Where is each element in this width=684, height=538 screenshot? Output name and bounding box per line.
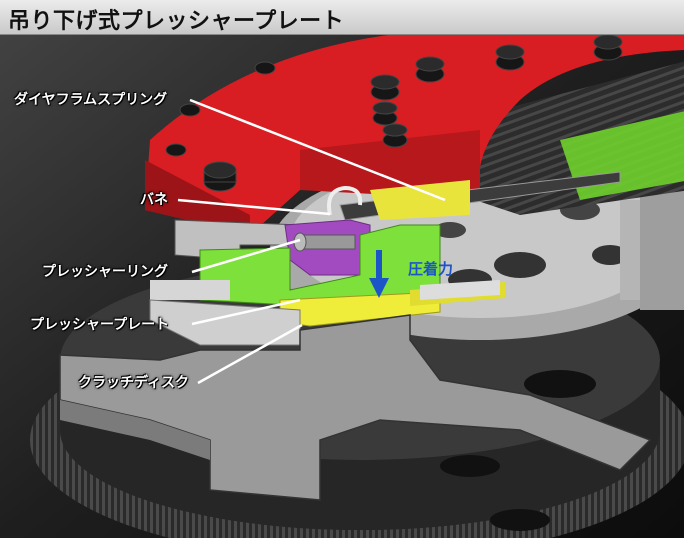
title-bar: 吊り下げ式プレッシャープレート [0,0,684,35]
label-spring: バネ [140,189,168,209]
label-clamping-force: 圧着力 [408,258,453,279]
diagram-title: 吊り下げ式プレッシャープレート [8,3,344,35]
label-diaphragm-spring: ダイヤフラムスプリング [14,89,167,109]
label-clutch-disc: クラッチディスク [78,372,189,392]
label-pressure-ring: プレッシャーリング [42,261,168,281]
label-pressure-plate: プレッシャープレート [30,314,169,334]
